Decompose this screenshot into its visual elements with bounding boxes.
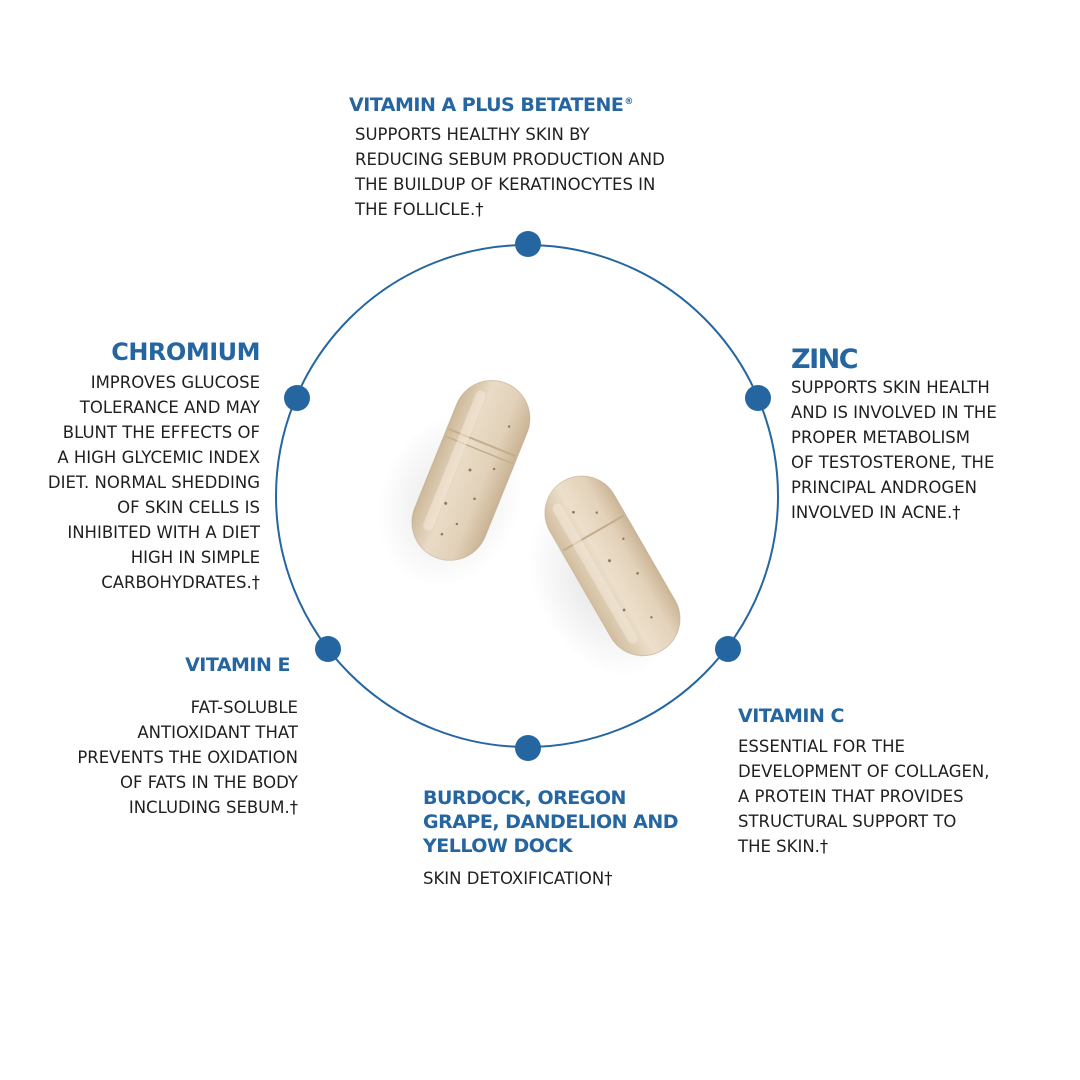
description-line: ANTIOXIDANT THAT <box>137 722 298 742</box>
description-line: FAT-SOLUBLE <box>190 697 298 717</box>
description-line: INVOLVED IN ACNE.† <box>791 502 961 522</box>
description-line: OF TESTOSTERONE, THE <box>791 452 995 472</box>
title-line: BURDOCK, OREGON <box>423 787 626 809</box>
description-line: SUPPORTS HEALTHY SKIN BY <box>355 124 590 144</box>
ingredient-title: CHROMIUM <box>111 338 260 366</box>
ingredient-vitamin-c: VITAMIN C ESSENTIAL FOR THE DEVELOPMENT … <box>738 706 990 859</box>
description-line: THE SKIN.† <box>738 836 829 856</box>
description-line: ESSENTIAL FOR THE <box>738 736 905 756</box>
description-line: AND IS INVOLVED IN THE <box>791 402 997 422</box>
dot-vitamin-c <box>715 636 741 662</box>
ingredient-title: VITAMIN E <box>185 654 290 676</box>
description-line: BLUNT THE EFFECTS OF <box>62 423 260 443</box>
registered-mark: ® <box>624 96 633 107</box>
description-line: A PROTEIN THAT PROVIDES <box>738 786 964 806</box>
description-line: PREVENTS THE OXIDATION <box>77 747 298 767</box>
description-line: OF SKIN CELLS IS <box>117 498 260 518</box>
description-line: TOLERANCE AND MAY <box>79 398 260 418</box>
description-line: PRINCIPAL ANDROGEN <box>791 477 977 497</box>
title-line: GRAPE, DANDELION AND <box>423 811 679 833</box>
description-line: INHIBITED WITH A DIET <box>67 523 260 543</box>
description-line: OF FATS IN THE BODY <box>119 772 298 792</box>
dot-burdock <box>515 735 541 761</box>
dot-zinc <box>745 385 771 411</box>
description-line: THE FOLLICLE.† <box>355 199 484 219</box>
description-line: REDUCING SEBUM PRODUCTION AND <box>355 149 665 169</box>
ingredient-vitamin-e: VITAMIN E FAT-SOLUBLE ANTIOXIDANT THAT P… <box>30 655 298 820</box>
supplement-capsules-icon <box>376 379 681 678</box>
description-line: IMPROVES GLUCOSE <box>90 373 260 393</box>
title-line: YELLOW DOCK <box>423 835 573 857</box>
ingredient-vitamin-a: VITAMIN A PLUS BETATENE® SUPPORTS HEALTH… <box>349 95 665 222</box>
dot-vitamin-a <box>515 231 541 257</box>
dot-chromium <box>284 385 310 411</box>
ingredient-ring <box>275 244 779 748</box>
description-line: SKIN DETOXIFICATION† <box>423 869 613 888</box>
ingredient-description: SUPPORTS HEALTHY SKIN BY REDUCING SEBUM … <box>355 122 665 222</box>
ingredient-burdock: BURDOCK, OREGON GRAPE, DANDELION AND YEL… <box>423 786 679 891</box>
description-line: INCLUDING SEBUM.† <box>128 797 298 817</box>
description-line: DIET. NORMAL SHEDDING <box>47 473 260 493</box>
ingredient-description: SUPPORTS SKIN HEALTH AND IS INVOLVED IN … <box>791 375 997 525</box>
ingredient-title: VITAMIN A PLUS BETATENE® <box>349 94 633 116</box>
description-line: PROPER METABOLISM <box>791 427 971 447</box>
description-line: HIGH IN SIMPLE <box>130 548 260 568</box>
ingredient-title: BURDOCK, OREGON GRAPE, DANDELION AND YEL… <box>423 786 679 858</box>
description-line: A HIGH GLYCEMIC INDEX <box>57 448 260 468</box>
ingredient-description: IMPROVES GLUCOSE TOLERANCE AND MAY BLUNT… <box>20 370 260 595</box>
ingredient-chromium: CHROMIUM IMPROVES GLUCOSE TOLERANCE AND … <box>20 338 261 595</box>
description-line: STRUCTURAL SUPPORT TO <box>738 811 957 831</box>
description-line: CARBOHYDRATES.† <box>101 573 260 593</box>
ingredient-description: SKIN DETOXIFICATION† <box>423 866 678 891</box>
ingredient-description: ESSENTIAL FOR THE DEVELOPMENT OF COLLAGE… <box>738 734 990 859</box>
ingredient-title: VITAMIN C <box>738 705 844 727</box>
description-line: DEVELOPMENT OF COLLAGEN, <box>738 761 990 781</box>
ingredient-zinc: ZINC SUPPORTS SKIN HEALTH AND IS INVOLVE… <box>791 345 997 525</box>
ingredient-description: FAT-SOLUBLE ANTIOXIDANT THAT PREVENTS TH… <box>30 695 298 820</box>
description-line: THE BUILDUP OF KERATINOCYTES IN <box>355 174 656 194</box>
description-line: SUPPORTS SKIN HEALTH <box>791 377 990 397</box>
dot-vitamin-e <box>315 636 341 662</box>
ingredient-title: ZINC <box>791 344 859 375</box>
